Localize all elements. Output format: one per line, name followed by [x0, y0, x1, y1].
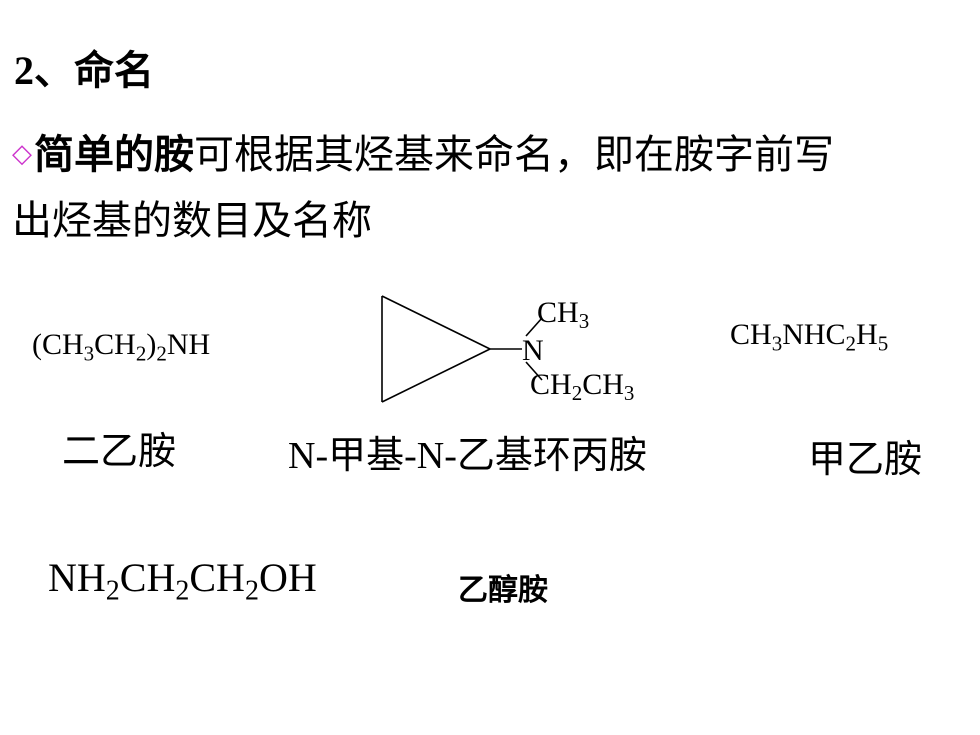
structure-cyclopropylamine: N CH3 CH2CH3 [381, 295, 634, 405]
name-diethylamine: 二乙胺 [62, 431, 177, 473]
name-methylethylcyclopropylamine: N-甲基-N-乙基环丙胺 [288, 435, 647, 477]
group-methyl: CH3 [537, 296, 589, 333]
name-ethanolamine: 乙醇胺 [458, 574, 548, 607]
formula-diethylamine: (CH3CH2)2NH [32, 328, 211, 366]
bond-n-methyl [525, 317, 543, 337]
intro-line-1: ◇简单的胺可根据其烃基来命名，即在胺字前写 [12, 122, 834, 180]
group-ethyl: CH2CH3 [530, 368, 634, 405]
name-methylethylamine: 甲乙胺 [808, 439, 923, 481]
cyclopropane-ring [381, 295, 491, 403]
intro-text-1: 可根据其烃基来命名，即在胺字前写 [194, 132, 834, 177]
formula-methylethylamine: CH3NHC2H5 [730, 318, 889, 356]
bond-n-ethyl [525, 361, 543, 381]
section-heading: 2、命名 [14, 48, 154, 93]
intro-bold-term: 简单的胺 [34, 132, 194, 177]
formula-ethanolamine: NH2CH2CH2OH [48, 555, 317, 607]
intro-line-2: 出烃基的数目及名称 [12, 198, 372, 243]
diamond-bullet-icon: ◇ [12, 139, 32, 168]
atom-n: N [522, 334, 544, 367]
